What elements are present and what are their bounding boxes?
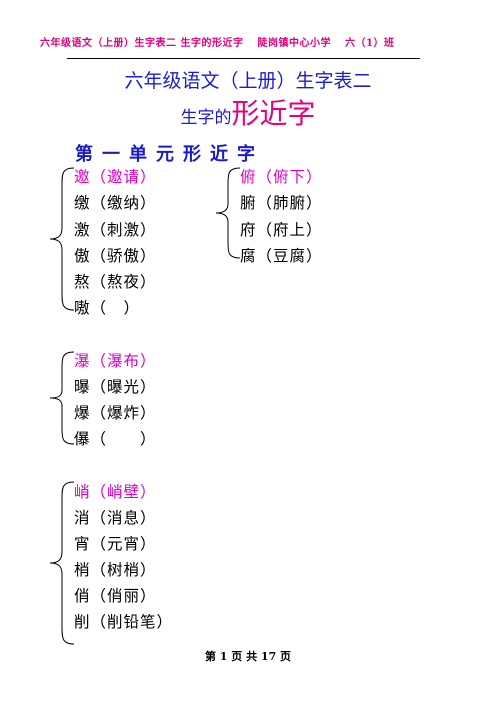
word-item: 消（消息） <box>74 509 157 527</box>
word-item: 峭（峭壁） <box>74 483 157 501</box>
word-item: 邀（邀请） <box>74 168 157 186</box>
group-brace <box>49 481 75 645</box>
group-brace <box>49 167 75 311</box>
word-item: 俏（俏丽） <box>74 587 157 605</box>
word-item: 削（削铅笔） <box>74 613 174 631</box>
word-item: 梢（树梢） <box>74 561 157 579</box>
word-item: 府（府上） <box>240 221 323 239</box>
running-header-school: 陡岗镇中心小学 <box>257 38 331 49</box>
page-title: 六年级语文（上册）生字表二 <box>124 70 372 92</box>
subtitle-emphasis: 形近字 <box>231 97 316 130</box>
group-brace <box>215 167 241 259</box>
word-item: 腑（肺腑） <box>240 194 323 212</box>
page-footer: 第 1 页 共 17 页 <box>204 650 292 663</box>
word-item: 爆（爆炸） <box>74 404 157 422</box>
group-brace <box>49 351 75 445</box>
header-divider <box>67 58 420 59</box>
word-item: 熬（熬夜） <box>74 273 157 291</box>
word-item: 瀑（瀑布） <box>74 352 157 370</box>
unit-heading: 第一单元形近字 <box>75 144 264 165</box>
word-item: 激（刺激） <box>74 221 157 239</box>
running-header: 六年级语文（上册）生字表二 生字的形近字 陡岗镇中心小学 六（1）班 <box>40 34 458 49</box>
word-item: 傲（骄傲） <box>74 247 157 265</box>
word-item: 嗷（ ） <box>74 299 141 317</box>
word-item: 曝（曝光） <box>74 378 157 396</box>
word-item: 宵（元宵） <box>74 535 157 553</box>
running-header-class: 六（1）班 <box>344 38 395 49</box>
word-item: 腐（豆腐） <box>240 247 323 265</box>
running-header-title: 六年级语文（上册）生字表二 生字的形近字 <box>40 38 244 49</box>
word-item: 缴（缴纳） <box>74 194 157 212</box>
page-subtitle: 生字的形近字 <box>0 92 496 132</box>
subtitle-prefix: 生字的 <box>180 108 232 128</box>
word-item: 俯（俯下） <box>240 168 323 186</box>
word-item: 儤（ ） <box>74 430 157 448</box>
